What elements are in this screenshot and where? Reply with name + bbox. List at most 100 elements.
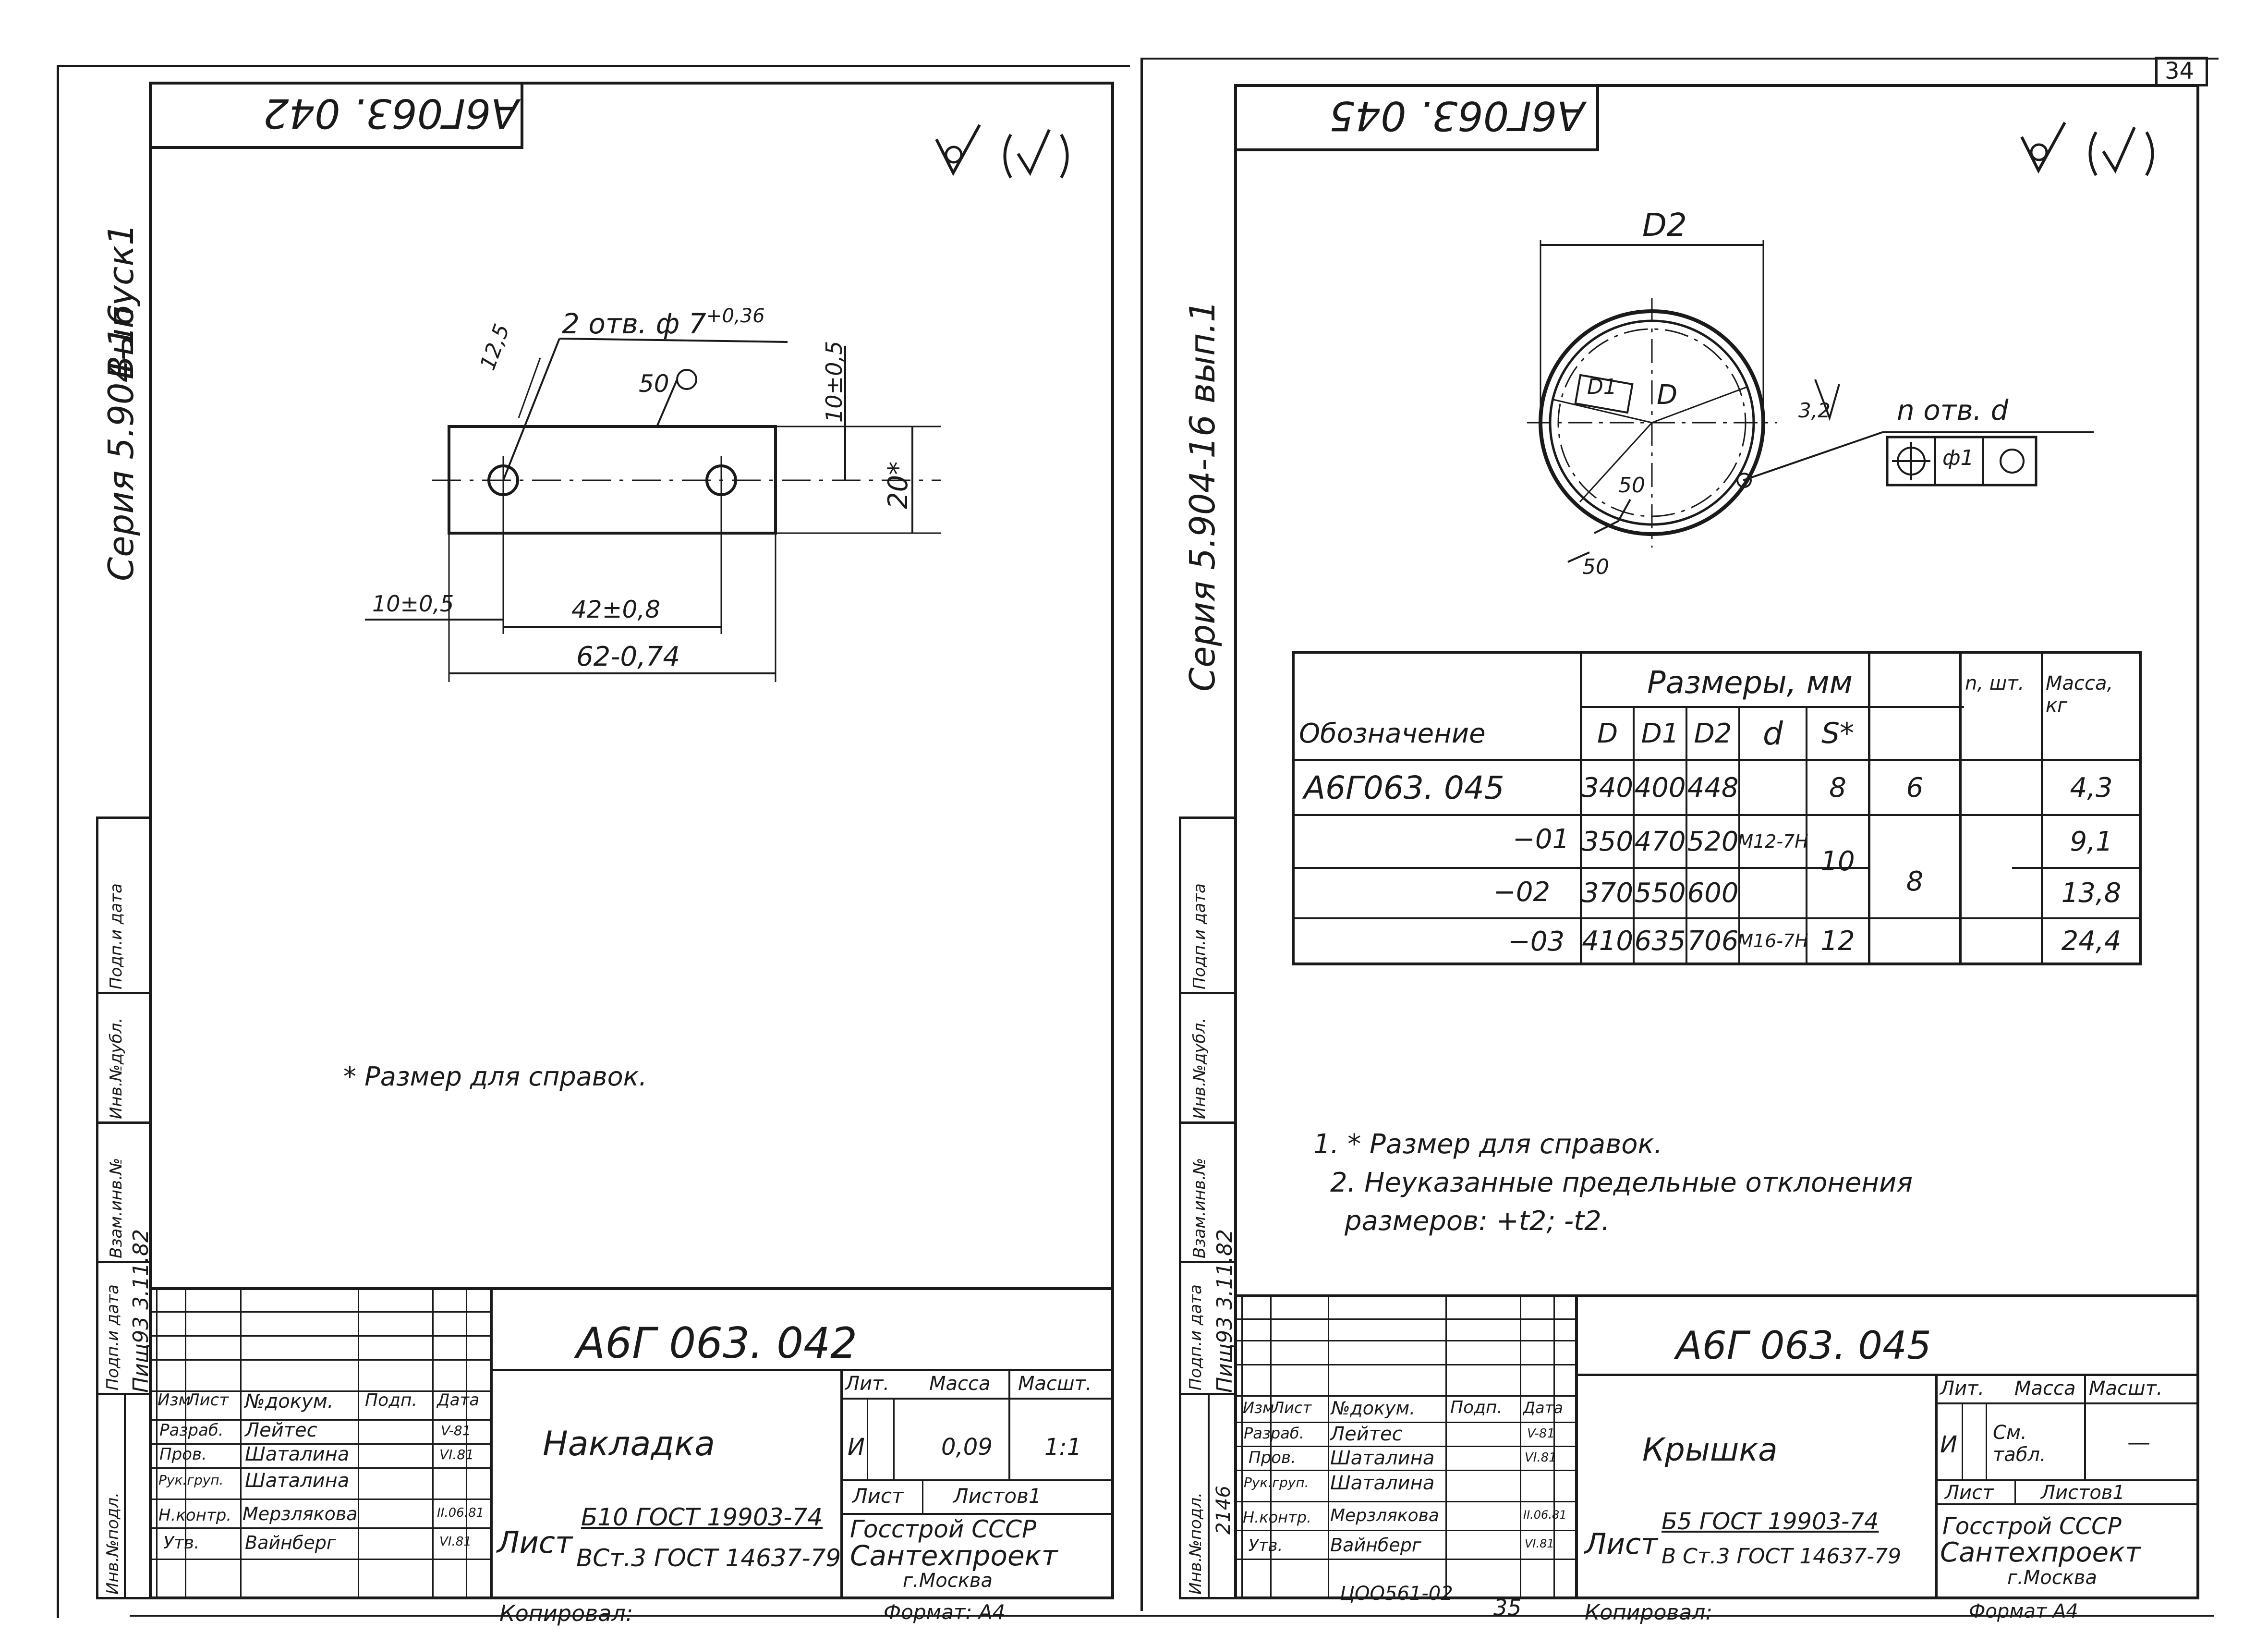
left-dim-10: 10±0,5 — [372, 591, 454, 617]
right-tb-prov: Пров. — [1249, 1448, 1296, 1467]
left-tb-org2: Сантехпроект — [850, 1539, 1058, 1572]
left-holes-tol: +0,36 — [706, 305, 765, 327]
left-tb-prov-name: Шаталина — [245, 1443, 350, 1465]
right-tb-razrab-name: Лейтес — [1330, 1423, 1403, 1445]
left-tb-mass-value: 0,09 — [941, 1434, 993, 1461]
table-col-designation: Обозначение — [1299, 718, 1486, 749]
left-code-box — [149, 82, 523, 149]
left-tb-lit: Лит. — [845, 1373, 890, 1395]
table-row-1-name: −01 — [1513, 824, 1570, 855]
table-sub-d-big: D — [1597, 718, 1618, 749]
right-tb-ruk-name: Шаталина — [1330, 1472, 1435, 1494]
table-row-0-D1: 400 — [1634, 772, 1686, 804]
left-tb-ruk-name: Шаталина — [245, 1470, 350, 1492]
right-tb-org2: Сантехпроект — [1940, 1537, 2141, 1568]
left-tb-scale-value: 1:1 — [1044, 1434, 1082, 1461]
right-side-strip — [1179, 816, 1234, 1599]
right-side-label-3: Подп.и дата — [1190, 883, 1209, 989]
left-dim-62: 62-0,74 — [576, 641, 680, 672]
table-row-3-s: 12 — [1820, 925, 1855, 957]
right-note-3: размеров: +t2; -t2. — [1345, 1206, 1610, 1237]
table-row-1-s: 10 — [1820, 845, 1855, 877]
right-side-label-2: Инв.№дубл. — [1190, 1017, 1209, 1119]
left-side-label-2: Инв.№дубл. — [107, 1017, 126, 1119]
right-tb-org3: г.Москва — [2007, 1567, 2097, 1589]
right-tb-mass: Масса — [2014, 1377, 2076, 1400]
left-tb-scale: Масшт. — [1018, 1373, 1092, 1395]
right-part-drawing — [1527, 240, 2094, 563]
right-tol-box-text: ф1 — [1942, 446, 1974, 470]
left-tb-org3: г.Москва — [903, 1570, 993, 1592]
page-number: 34 — [2165, 58, 2195, 85]
right-tb-material-top: Б5 ГОСТ 19903-74 — [1662, 1508, 1879, 1535]
table-row-1-D2: 520 — [1687, 826, 1739, 857]
right-outer-frame — [1140, 58, 2219, 1611]
left-tb-hdr-podp: Подп. — [365, 1390, 417, 1410]
right-tb-prov-date: VI.81 — [1525, 1450, 1557, 1465]
table-row-3-D1: 635 — [1634, 925, 1686, 957]
left-side-label-5: Инв.№подл. — [103, 1492, 122, 1595]
table-row-0-name: А6Г063. 045 — [1304, 769, 1504, 806]
left-tb-material-top: Б10 ГОСТ 19903-74 — [581, 1503, 823, 1531]
right-inv-number: 2146 — [1213, 1486, 1235, 1535]
left-tb-lit-value: И — [848, 1434, 865, 1461]
right-tb-utv: Утв. — [1249, 1536, 1283, 1555]
table-row-1-D: 350 — [1582, 826, 1633, 857]
left-tb-hdr-ndoc: №докум. — [245, 1390, 334, 1413]
right-tb-sheet: Лист — [1945, 1482, 1994, 1504]
right-tb-ruk: Рук.груп. — [1244, 1474, 1309, 1490]
table-sub-d1: D1 — [1641, 718, 1679, 749]
table-row-0-n: 6 — [1906, 772, 1924, 804]
right-side-label-1: Взам.инв.№ — [1190, 1158, 1209, 1258]
right-tb-hdr-izm: Изм — [1243, 1399, 1274, 1417]
left-tb-sheets: Листов1 — [953, 1484, 1042, 1508]
left-tb-utv: Утв. — [163, 1533, 200, 1553]
right-dim-d2: D2 — [1642, 207, 1687, 244]
left-part-drawing — [365, 338, 941, 682]
left-tb-nkontr-date: II.06.81 — [437, 1506, 485, 1520]
left-tb-name: Накладка — [543, 1424, 716, 1463]
table-row-3-D: 410 — [1582, 925, 1633, 957]
right-tb-utv-name: Вайнберг — [1330, 1535, 1421, 1556]
right-note-1: 1. * Размер для справок. — [1313, 1129, 1663, 1160]
right-tb-bottom-code: ЦОО561-02 — [1340, 1583, 1453, 1605]
left-tb-nkontr: Н.контр. — [158, 1506, 232, 1525]
table-row-0-s: 8 — [1829, 772, 1846, 804]
right-holes-label: n отв. d — [1897, 394, 2009, 426]
left-tb-razrab-name: Лейтес — [245, 1419, 317, 1441]
right-roughness-icon — [2020, 122, 2154, 176]
table-row-3-name: −03 — [1508, 926, 1565, 957]
right-tb-lit-value: И — [1940, 1431, 1957, 1458]
right-tb-code: А6Г 063. 045 — [1676, 1323, 1931, 1368]
right-tb-material-label: Лист — [1585, 1527, 1658, 1561]
right-tb-lit: Лит. — [1940, 1377, 1985, 1400]
table-row-2-D1: 550 — [1634, 877, 1686, 909]
right-tb-nkontr-date: II.06.81 — [1523, 1508, 1567, 1522]
left-inner-frame — [149, 82, 1114, 1599]
left-tb-org1: Госстрой СССР — [850, 1515, 1037, 1543]
left-tb-prov: Пров. — [159, 1445, 207, 1464]
left-side-label-4: Подп.и дата — [103, 1284, 122, 1390]
right-tb-hdr-data: Дата — [1523, 1399, 1563, 1417]
right-tb-scale: Масшт. — [2089, 1377, 2163, 1400]
right-rough-32: 3,2 — [1798, 399, 1831, 422]
right-tb-hdr-ndoc: №докум. — [1331, 1398, 1416, 1419]
left-tb-material-label: Лист — [497, 1525, 573, 1560]
left-side-strip — [96, 816, 149, 1599]
right-tb-material-bottom: В Ст.3 ГОСТ 14637-79 — [1662, 1544, 1902, 1569]
right-code-box — [1234, 84, 1599, 151]
right-inner-frame — [1234, 84, 2199, 1599]
left-side-label-1: Взам.инв.№ — [107, 1158, 126, 1258]
right-tb-scale-value: — — [2127, 1429, 2150, 1456]
left-note: * Размер для справок. — [343, 1061, 647, 1092]
left-tb-utv-date: VI.81 — [439, 1535, 472, 1549]
left-tb-mass: Масса — [929, 1373, 991, 1395]
table-row-2-n: 8 — [1906, 865, 1924, 897]
left-tb-utv-name: Вайнберг — [245, 1532, 336, 1553]
table-col-n: n, шт. — [1965, 672, 2025, 695]
left-tb-prov-date: VI.81 — [439, 1447, 474, 1462]
left-dim-42: 42±0,8 — [571, 596, 661, 623]
table-row-2-D2: 600 — [1687, 877, 1739, 909]
left-tb-hdr-list: Лист — [187, 1390, 229, 1410]
table-row-2-D: 370 — [1582, 877, 1633, 909]
